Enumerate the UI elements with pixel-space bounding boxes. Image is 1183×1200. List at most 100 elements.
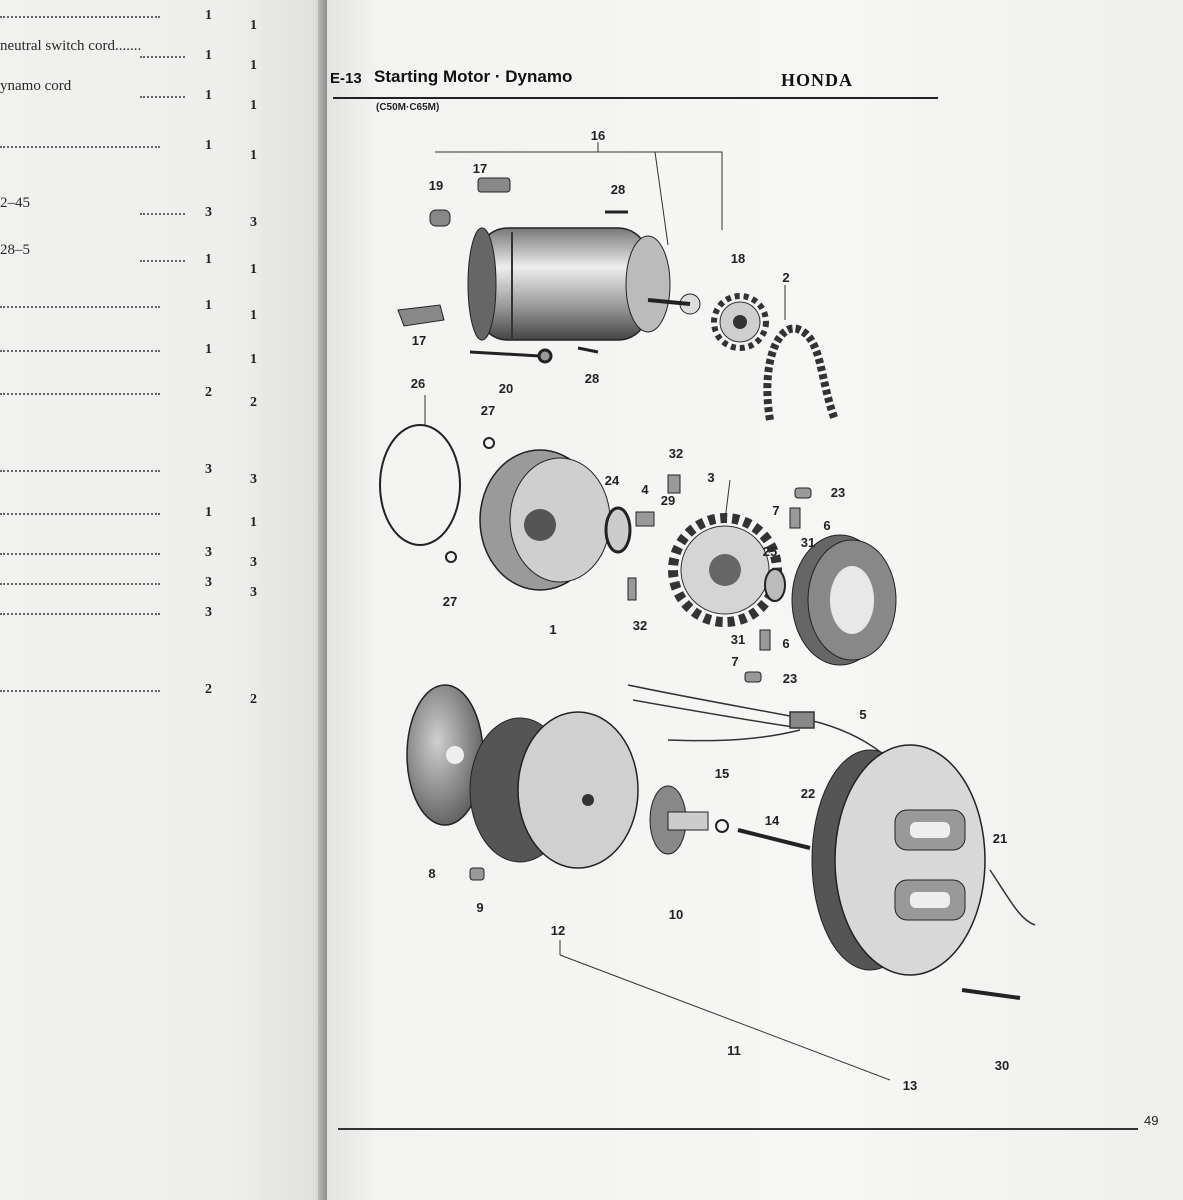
part-label-22: 22 (801, 786, 815, 801)
quantity: 3 (250, 215, 257, 230)
page-title: Starting Motor · Dynamo (374, 67, 573, 86)
part-label-4: 4 (641, 482, 649, 497)
quantity: 1 (205, 48, 212, 63)
part-label-28: 28 (585, 371, 599, 386)
leader-dots (140, 260, 185, 262)
quantity: 2 (205, 682, 212, 697)
part-label-8: 8 (428, 866, 435, 881)
quantity: 1 (250, 18, 257, 33)
part-label-31: 31 (731, 632, 745, 647)
quantity: 1 (250, 308, 257, 323)
large-sprocket (668, 513, 782, 627)
part-label-27: 27 (443, 594, 457, 609)
bolts-upper (469, 210, 628, 364)
rotor (469, 711, 639, 869)
model-subtitle: (C50M·C65M) (376, 102, 440, 113)
motor-housing (479, 449, 611, 591)
footer-rule (338, 1128, 1138, 1130)
parts-list-item: 2–45 (0, 195, 30, 211)
leader-dots (0, 470, 160, 472)
quantity: 1 (250, 352, 257, 367)
quantity: 2 (205, 385, 212, 400)
part-label-17: 17 (473, 161, 487, 176)
quantity: 1 (205, 138, 212, 153)
quantity: 1 (250, 148, 257, 163)
quantity: 3 (205, 605, 212, 620)
bolt-14 (737, 828, 811, 850)
part-label-14: 14 (765, 813, 780, 828)
part-label-10: 10 (669, 907, 683, 922)
page-number: 49 (1144, 1113, 1159, 1128)
part-label-28: 28 (611, 182, 625, 197)
leader-dots (0, 513, 160, 515)
section-code: E-13 (330, 70, 362, 87)
quantity: 3 (250, 555, 257, 570)
quantity: 2 (250, 692, 257, 707)
header-rule (333, 97, 938, 99)
leader-lines (424, 142, 891, 1081)
part-label-16: 16 (591, 128, 605, 143)
part-label-26: 26 (411, 376, 425, 391)
leader-dots (0, 350, 160, 352)
part-label-30: 30 (995, 1058, 1009, 1073)
quantity: 1 (205, 8, 212, 23)
part-label-7: 7 (772, 503, 779, 518)
small-sprocket (711, 293, 769, 351)
drive-chain (763, 324, 839, 422)
starting-motor (467, 227, 701, 341)
part-label-24: 24 (605, 473, 620, 488)
quantity: 1 (205, 342, 212, 357)
quantity: 1 (205, 252, 212, 267)
part-label-6: 6 (823, 518, 830, 533)
quantity: 3 (205, 462, 212, 477)
part-label-23: 23 (831, 485, 845, 500)
small-parts (627, 474, 812, 683)
part-label-7: 7 (731, 654, 738, 669)
quantity: 1 (250, 262, 257, 277)
part-label-1: 1 (549, 622, 556, 637)
part-label-18: 18 (731, 251, 745, 266)
leader-dots (140, 56, 185, 58)
part-label-21: 21 (993, 831, 1007, 846)
quantity: 1 (250, 58, 257, 73)
part-label-15: 15 (715, 766, 729, 781)
o-ring-large (379, 424, 461, 546)
leader-dots (0, 306, 160, 308)
brand-logo: HONDA (781, 70, 853, 90)
leader-dots (0, 16, 160, 18)
parts-list-item: ynamo cord (0, 78, 72, 94)
quantity: 3 (250, 472, 257, 487)
leader-dots (0, 613, 160, 615)
oil-seal (604, 506, 632, 554)
clutch-outer (791, 534, 897, 666)
bolt-30 (961, 988, 1021, 1000)
leader-dots (0, 553, 160, 555)
quantity: 2 (250, 395, 257, 410)
part-label-23: 23 (783, 671, 797, 686)
quantity: 1 (205, 298, 212, 313)
leader-dots (0, 690, 160, 692)
part-label-2: 2 (782, 270, 789, 285)
quantity: 3 (205, 545, 212, 560)
quantity: 3 (205, 575, 212, 590)
part-label-20: 20 (499, 381, 513, 396)
part-label-9: 9 (476, 900, 483, 915)
quantity: 3 (250, 585, 257, 600)
leader-dots (140, 96, 185, 98)
part-label-32: 32 (633, 618, 647, 633)
parts-list-item: 28–5 (0, 242, 30, 258)
part-label-3: 3 (707, 470, 714, 485)
quantity: 1 (205, 505, 212, 520)
part-label-31: 31 (801, 535, 815, 550)
part-label-13: 13 (903, 1078, 917, 1093)
part-label-5: 5 (859, 707, 866, 722)
brushes (397, 177, 511, 327)
leader-dots (0, 146, 160, 148)
part-label-29: 29 (661, 493, 675, 508)
part-label-25: 25 (763, 544, 777, 559)
part-label-11: 11 (727, 1043, 741, 1058)
part-label-6: 6 (782, 636, 789, 651)
